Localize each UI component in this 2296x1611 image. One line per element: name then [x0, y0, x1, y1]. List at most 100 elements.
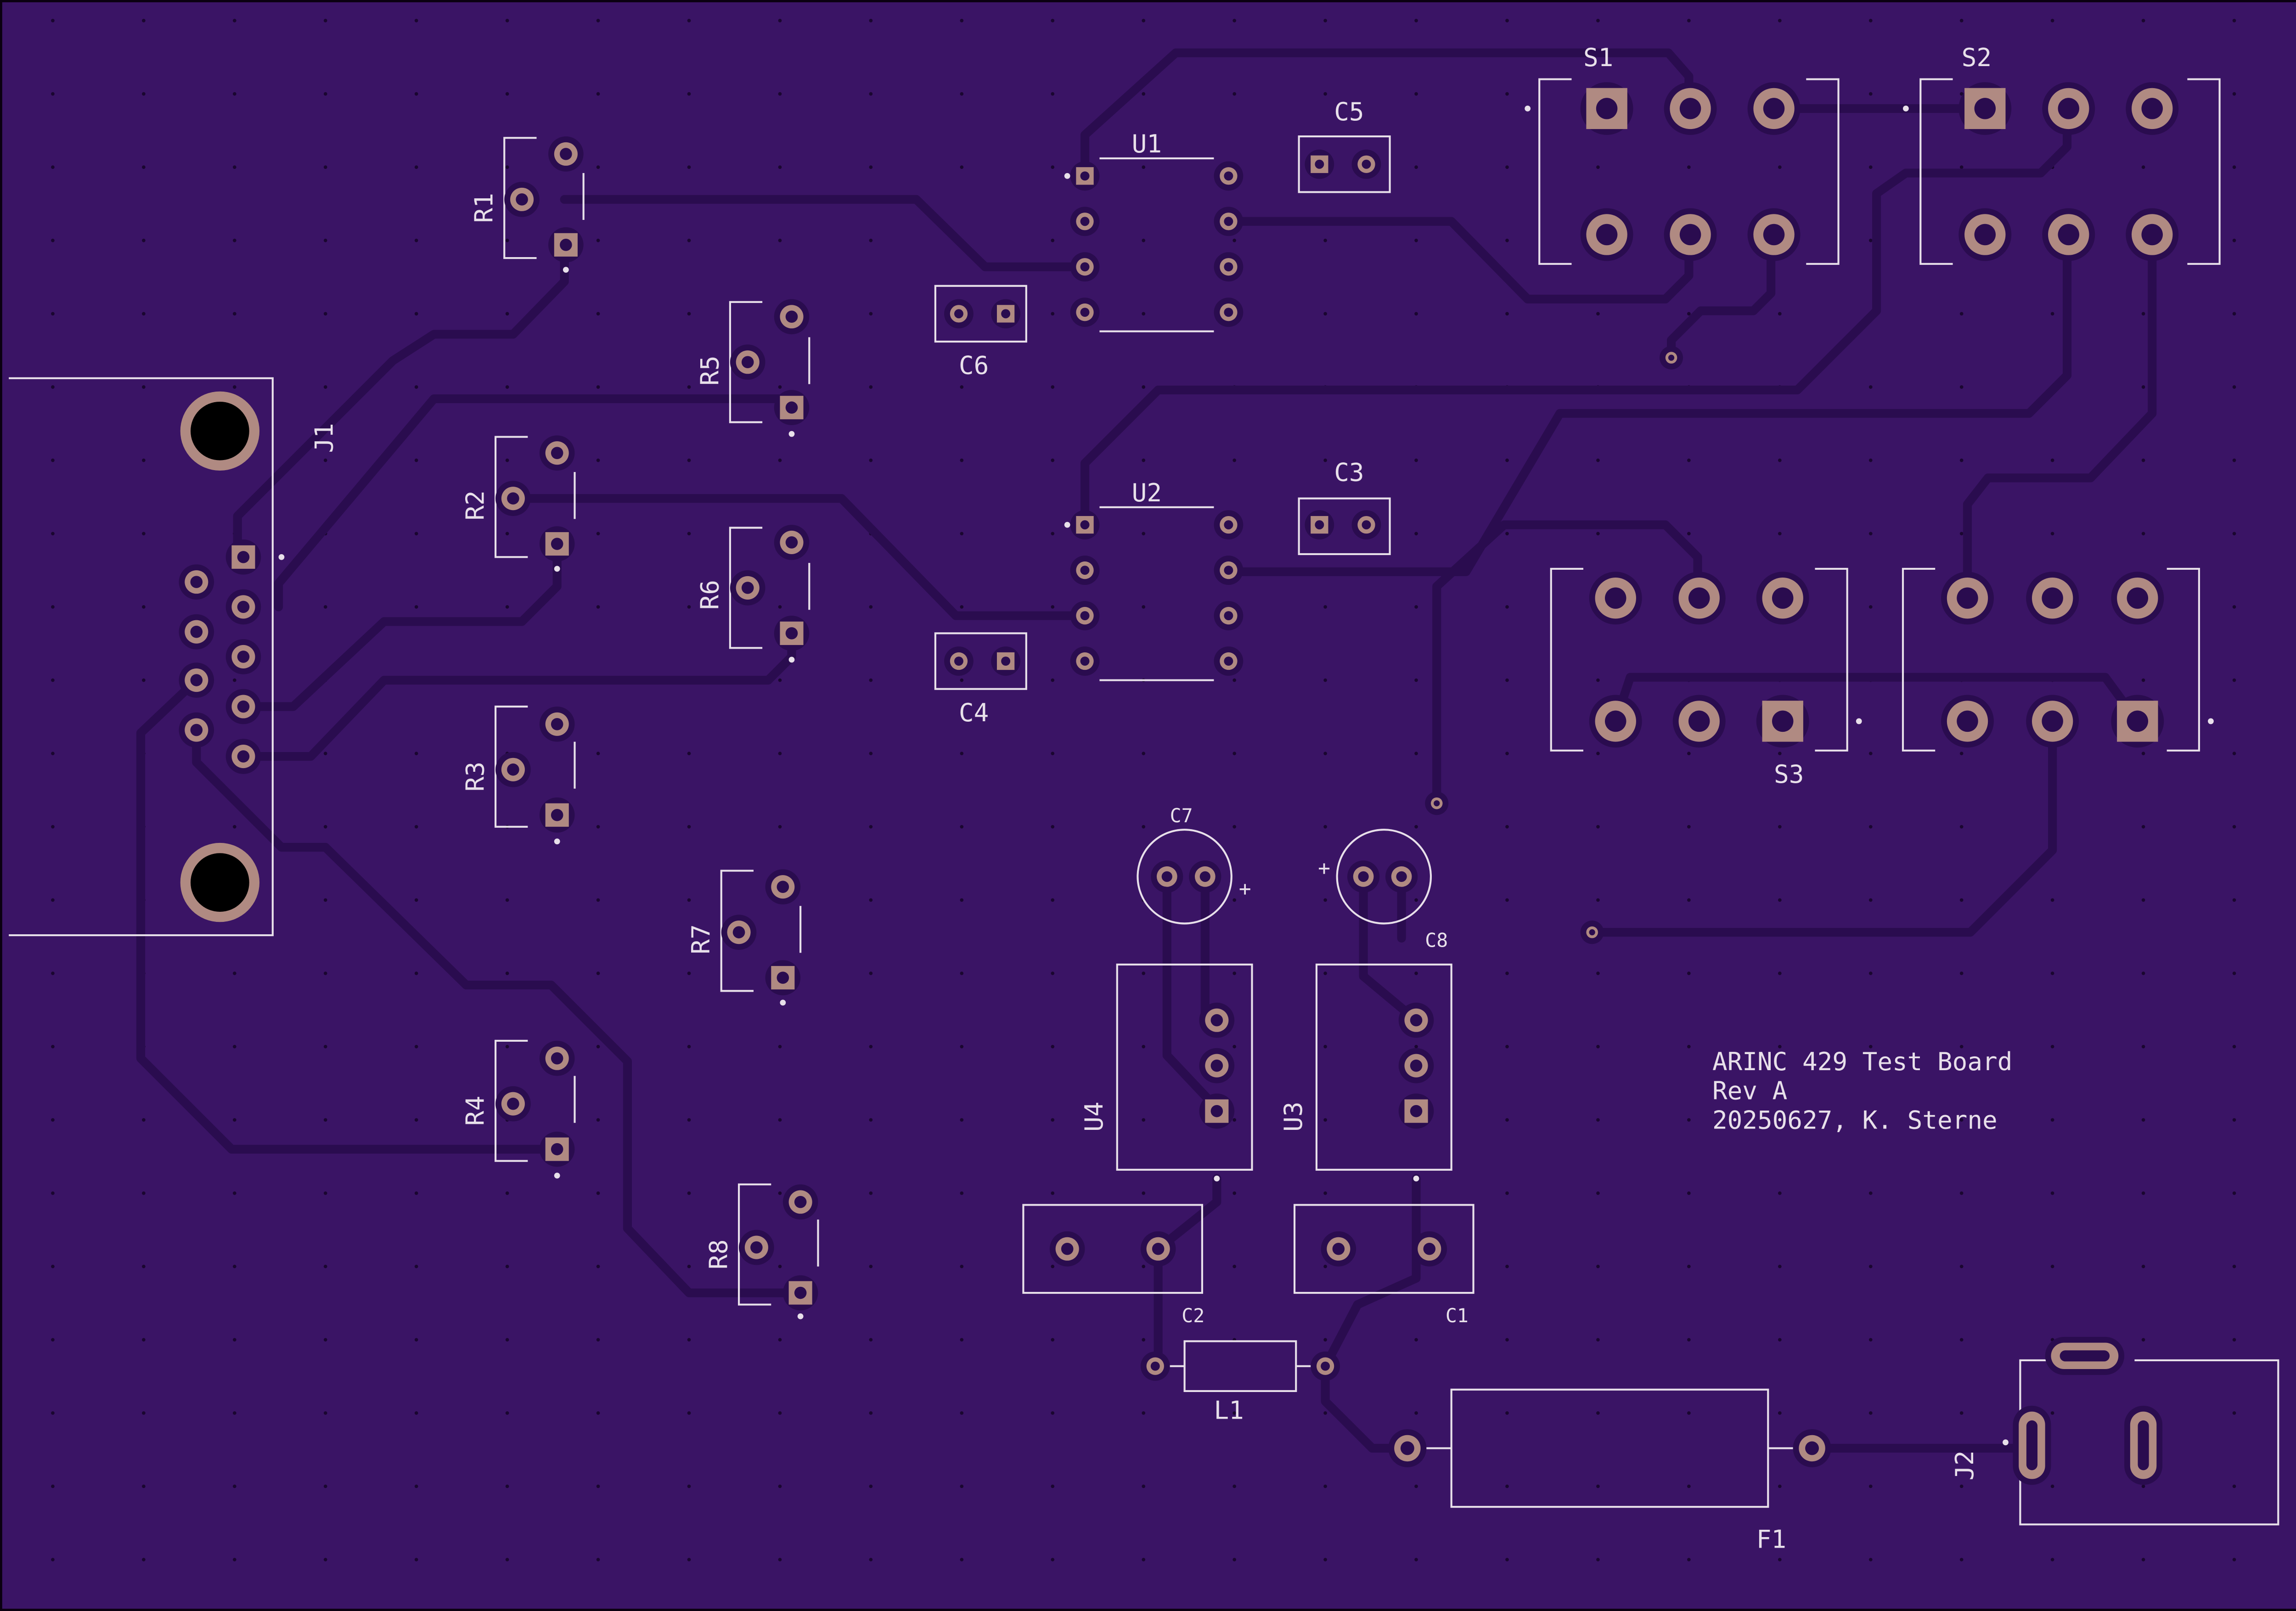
grid-dot — [1414, 92, 1418, 96]
grid-dot — [505, 165, 509, 169]
grid-dot — [323, 971, 327, 975]
grid-dot — [778, 385, 782, 389]
grid-dot — [1596, 1558, 1600, 1561]
grid-dot — [960, 825, 964, 829]
grid-dot — [232, 1044, 236, 1049]
s3-pin-a-top-2-drill — [1688, 587, 1710, 609]
grid-dot — [1232, 1044, 1237, 1049]
c8-plus-mark: + — [1318, 856, 1330, 880]
grid-dot — [778, 1191, 782, 1195]
s3-pin-a-bottom-3-drill — [1772, 710, 1794, 732]
r8-outline — [737, 1183, 771, 1306]
trace-j1-r2 — [236, 541, 562, 711]
label-c8: C8 — [1425, 929, 1448, 952]
c8-pin-2-drill — [1396, 871, 1407, 882]
grid-dot — [2141, 1558, 2145, 1561]
grid-dot — [1323, 1558, 1327, 1561]
s3-pin-a-top-3-drill — [1772, 587, 1794, 609]
grid-dot — [2232, 971, 2236, 975]
u4-pin-2-drill — [1210, 1059, 1223, 1072]
grid-dot — [2232, 752, 2236, 755]
grid-dot — [1959, 1411, 1964, 1415]
grid-dot — [1687, 898, 1691, 902]
grid-dot — [1142, 1411, 1146, 1415]
grid-dot — [1505, 752, 1509, 755]
grid-dot — [1505, 1338, 1509, 1342]
grid-dot — [414, 385, 418, 389]
grid-dot — [2232, 458, 2236, 462]
grid-dot — [323, 1044, 327, 1049]
grid-dot — [687, 532, 691, 536]
grid-dot — [1868, 1264, 1873, 1269]
grid-dot — [1232, 1411, 1237, 1415]
r6-pin-a-drill — [785, 536, 798, 549]
grid-dot — [1868, 1338, 1873, 1342]
grid-dot — [1414, 165, 1418, 169]
grid-dot — [687, 1558, 691, 1561]
label-r5: R5 — [695, 355, 724, 385]
grid-dot — [1778, 825, 1782, 829]
grid-dot — [1778, 458, 1782, 462]
c1-outline — [1293, 1204, 1474, 1294]
grid-dot — [1142, 19, 1146, 22]
grid-dot — [1414, 458, 1418, 462]
grid-dot — [51, 678, 55, 682]
grid-dot — [1323, 19, 1327, 22]
u2-pin-1-drill — [1080, 520, 1090, 530]
r2-outline — [495, 436, 528, 558]
trace-j1-r8 — [192, 725, 805, 1297]
grid-dot — [414, 898, 418, 902]
grid-dot — [687, 825, 691, 829]
u3-pin-2-drill — [1410, 1059, 1423, 1072]
r7-pin-c-drill — [777, 971, 789, 984]
c3-outline — [1298, 497, 1391, 556]
s3-pin-a-bottom-2-drill — [1688, 710, 1710, 732]
grid-dot — [1687, 1044, 1691, 1049]
grid-dot — [2050, 1118, 2054, 1122]
grid-dot — [960, 385, 964, 389]
label-u3: U3 — [1279, 1102, 1308, 1132]
grid-dot — [2050, 1411, 2054, 1415]
grid-dot — [1596, 1118, 1600, 1122]
grid-dot — [1868, 92, 1873, 96]
grid-dot — [1687, 458, 1691, 462]
grid-dot — [414, 1118, 418, 1122]
grid-dot — [323, 1338, 327, 1342]
grid-dot — [232, 1484, 236, 1488]
label-u1: U1 — [1132, 129, 1162, 158]
grid-dot — [1505, 898, 1509, 902]
grid-dot — [1959, 752, 1964, 755]
grid-dot — [2141, 1338, 2145, 1342]
grid-dot — [1323, 238, 1327, 242]
grid-dot — [142, 1558, 146, 1561]
grid-dot — [2141, 678, 2145, 682]
grid-dot — [2141, 898, 2145, 902]
grid-dot — [1142, 532, 1146, 536]
s1-pin-bottom-1-drill — [1596, 224, 1618, 246]
f1-pin-2-drill — [1805, 1441, 1819, 1455]
grid-dot — [687, 385, 691, 389]
grid-dot — [1232, 458, 1237, 462]
grid-dot — [1778, 1264, 1782, 1269]
grid-dot — [1051, 971, 1055, 975]
grid-dot — [51, 19, 55, 22]
trace-c7-u4 — [1162, 872, 1221, 1113]
r8-pin-b-drill — [750, 1241, 763, 1254]
grid-dot — [2050, 1044, 2054, 1049]
grid-dot — [2232, 385, 2236, 389]
grid-dot — [1778, 971, 1782, 975]
label-r3: R3 — [461, 762, 490, 791]
grid-dot — [596, 312, 600, 316]
grid-dot — [1505, 312, 1509, 316]
grid-dot — [1959, 825, 1964, 829]
s3-outline-a — [1550, 567, 1584, 752]
grid-dot — [51, 458, 55, 462]
r7-pin-b-drill — [732, 926, 745, 938]
grid-dot — [869, 898, 873, 902]
grid-dot — [142, 19, 146, 22]
u4-pin-1-drill — [1210, 1105, 1223, 1117]
grid-dot — [1868, 532, 1873, 536]
grid-dot — [1232, 825, 1237, 829]
r4-pin-b-drill — [507, 1097, 519, 1110]
grid-dot — [1505, 1411, 1509, 1415]
